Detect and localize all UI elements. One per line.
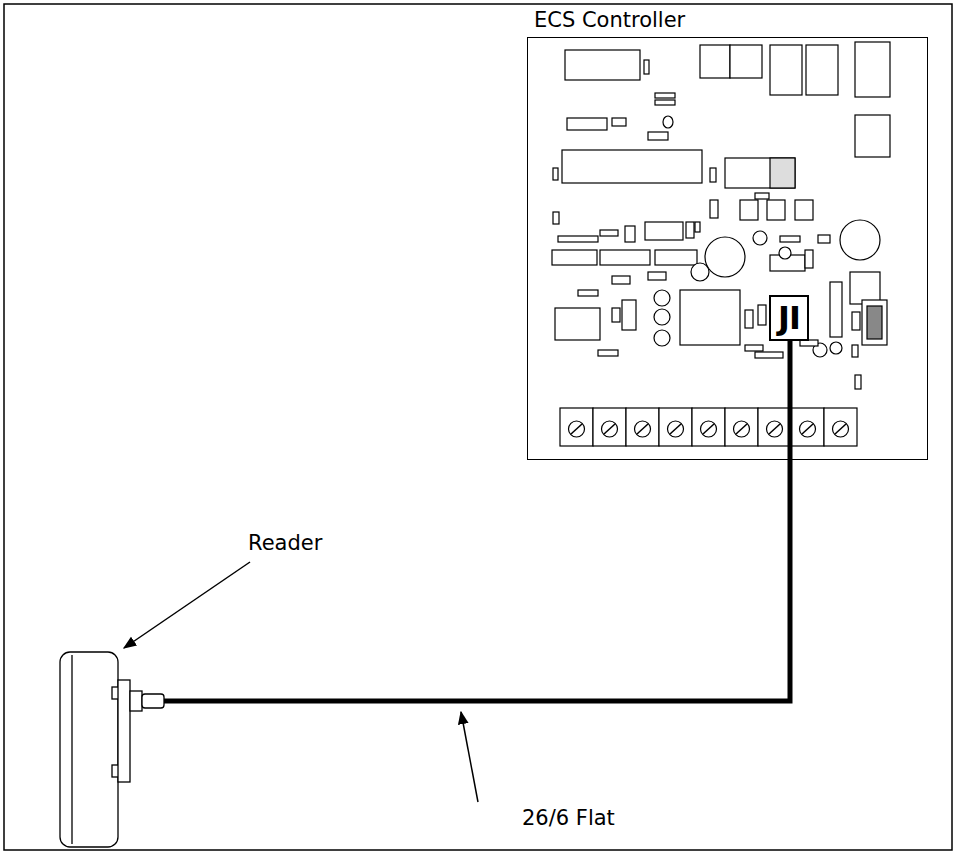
board-components <box>552 42 890 389</box>
controller-board: ECS ControllerJI <box>527 37 928 460</box>
leader-line <box>461 712 478 802</box>
reader-symbol <box>60 652 164 847</box>
connector-box: JI <box>769 295 809 341</box>
board-heading: ECS Controller <box>534 8 685 32</box>
frame <box>4 4 952 850</box>
connector-label: JI <box>778 299 800 337</box>
part-label: Reader <box>248 531 322 555</box>
leader-line <box>124 562 250 648</box>
terminal-block <box>560 408 857 446</box>
flat-cable <box>164 336 790 701</box>
part-label: 26/6 Flat <box>522 806 615 830</box>
